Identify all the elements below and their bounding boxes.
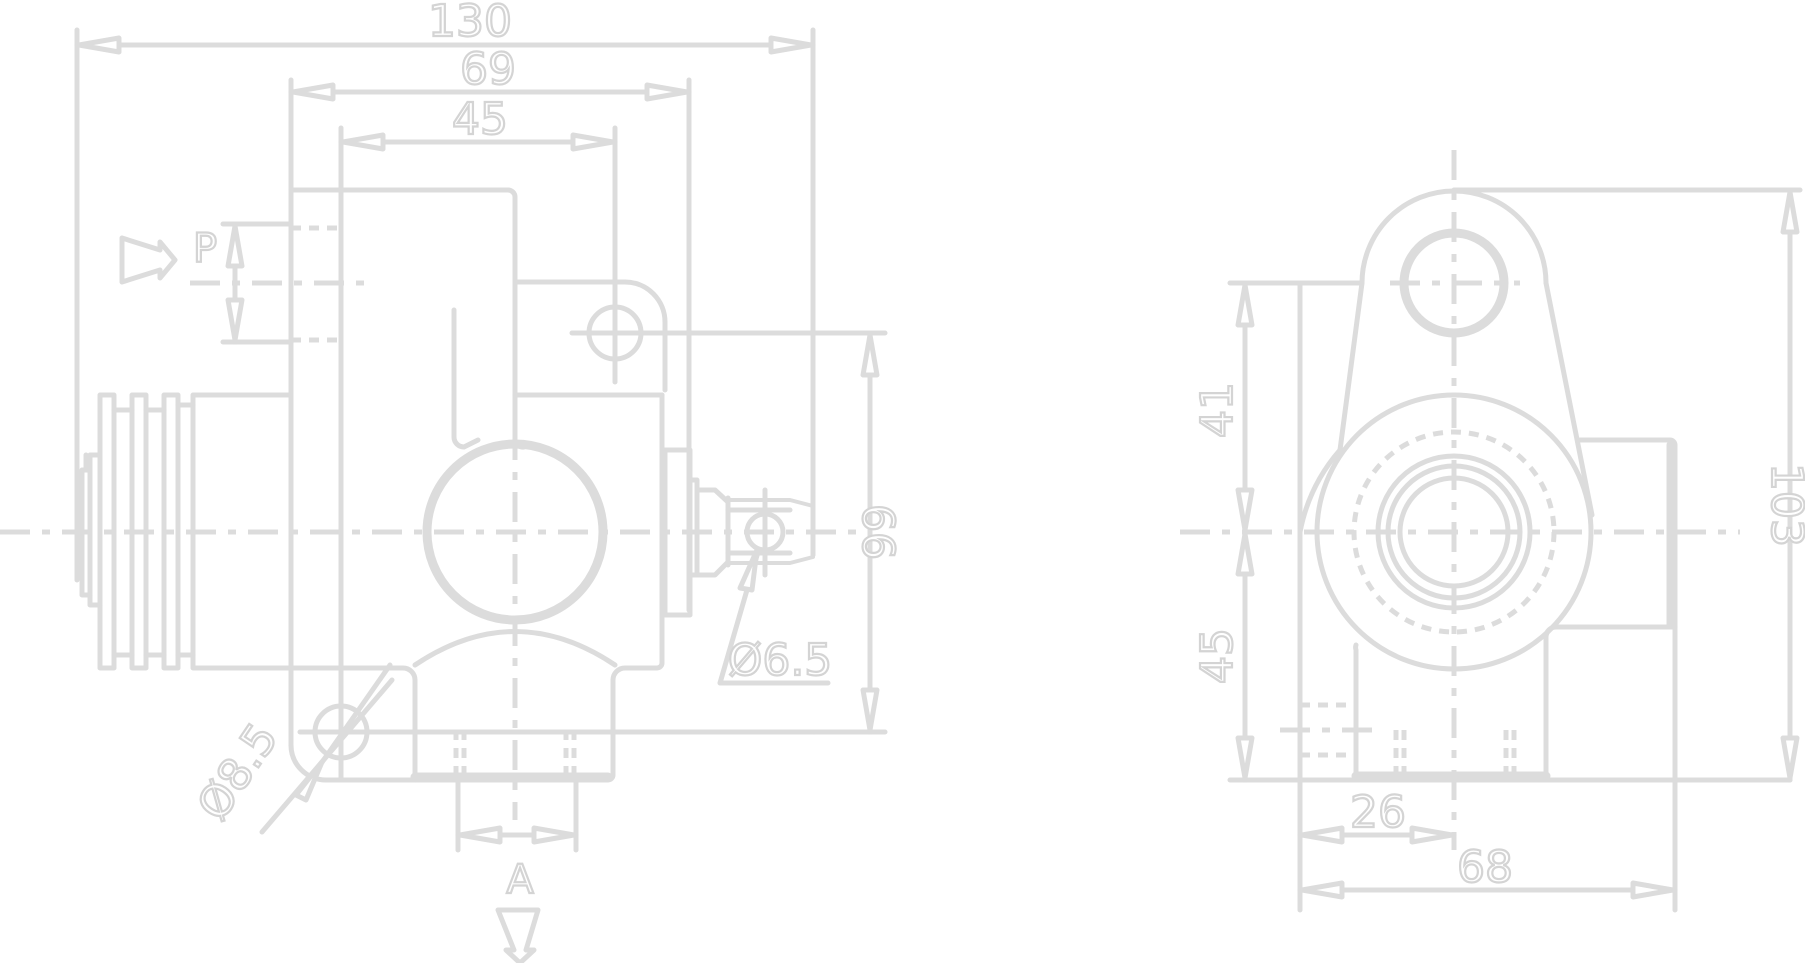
dim-69: 69 (288, 43, 692, 102)
dim-26-label: 26 (1350, 787, 1406, 838)
view-p-label: P (193, 226, 217, 272)
view-p-indicator: P (119, 221, 294, 345)
dim-66: 66 (297, 330, 904, 735)
dim-68-label: 68 (1457, 842, 1513, 893)
dim-69-label: 69 (460, 44, 516, 95)
dim-45-top: 45 (338, 93, 618, 152)
dim-66-label: 66 (852, 504, 903, 560)
dim-103-label: 103 (1761, 463, 1805, 547)
view-a-label: A (506, 857, 534, 903)
dim-dia85-label: Ø8.5 (188, 714, 289, 829)
dim-68: 68 (1297, 841, 1678, 900)
front-view: 130 69 45 (0, 0, 904, 963)
dim-41-label: 41 (1192, 382, 1243, 438)
dim-45-side-label: 45 (1192, 628, 1243, 684)
dim-a: A (455, 777, 579, 963)
dim-103: 103 (1760, 187, 1805, 783)
body-outline (193, 187, 700, 783)
dim-41-45: 41 45 (1191, 280, 1255, 783)
dim-dia65-label: Ø6.5 (728, 635, 833, 686)
dim-130: 130 (74, 0, 816, 55)
side-view: 41 45 103 26 68 (1180, 150, 1805, 913)
dim-45-top-label: 45 (452, 94, 508, 145)
dim-26: 26 (1297, 786, 1457, 845)
dim-130-label: 130 (428, 0, 512, 47)
dim-dia65: Ø6.5 (717, 547, 833, 687)
